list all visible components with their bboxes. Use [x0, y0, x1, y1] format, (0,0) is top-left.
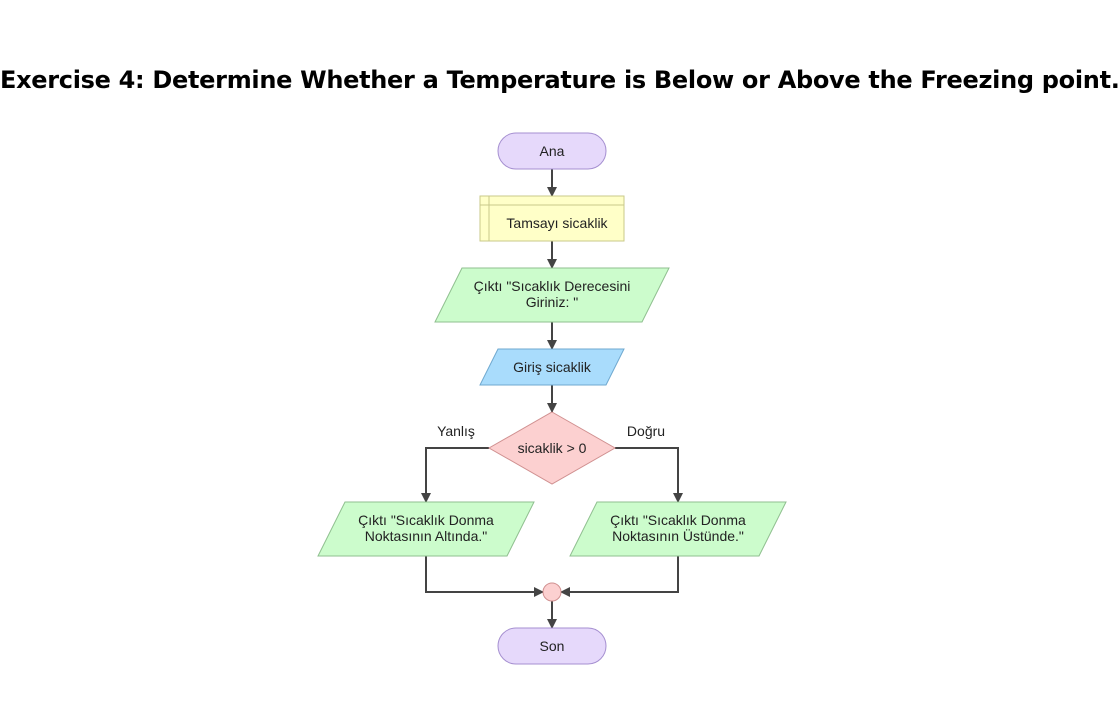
output-above-node: Çıktı "Sıcaklık Donma Noktasının Üstünde…: [569, 501, 787, 557]
start-label: Ana: [540, 143, 565, 159]
output-below-node: Çıktı "Sıcaklık Donma Noktasının Altında…: [317, 501, 535, 557]
edge-true-to-connector: [560, 556, 679, 597]
edge-decision-false: [421, 447, 489, 503]
prompt-output-shape: [434, 267, 670, 323]
start-node: Ana: [497, 132, 607, 170]
prompt-output-node: Çıktı "Sıcaklık Derecesini Giriniz: ": [434, 267, 670, 323]
true-branch-label: Doğru: [627, 423, 665, 439]
edge-false-to-connector: [425, 556, 544, 597]
output-below-line2: Noktasının Altında.": [365, 528, 488, 544]
output-below-shape: [317, 501, 535, 557]
page-title: Exercise 4: Determine Whether a Temperat…: [0, 66, 1120, 94]
prompt-output-line2: Giriniz: ": [526, 294, 578, 310]
declare-shape: [479, 195, 625, 242]
merge-connector: [542, 582, 562, 602]
output-above-line1: Çıktı "Sıcaklık Donma: [610, 512, 746, 528]
declare-node: Tamsayı sicaklik: [479, 195, 625, 242]
decision-label: sicaklik > 0: [518, 440, 587, 456]
input-node: Giriş sicaklik: [479, 348, 625, 386]
end-shape: [497, 627, 607, 665]
output-above-line2: Noktasının Üstünde.": [612, 527, 744, 544]
end-label: Son: [540, 638, 565, 654]
edge-decision-true: [615, 447, 683, 503]
input-shape: [479, 348, 625, 386]
prompt-output-line1: Çıktı "Sıcaklık Derecesini: [474, 278, 631, 294]
decision-shape: [487, 411, 617, 485]
end-node: Son: [497, 627, 607, 665]
false-branch-label: Yanlış: [437, 423, 475, 439]
output-above-shape: [569, 501, 787, 557]
start-shape: [497, 132, 607, 170]
output-below-line1: Çıktı "Sıcaklık Donma: [358, 512, 494, 528]
decision-node: sicaklik > 0: [487, 411, 617, 485]
declare-label: Tamsayı sicaklik: [506, 215, 608, 231]
input-label: Giriş sicaklik: [513, 359, 592, 375]
